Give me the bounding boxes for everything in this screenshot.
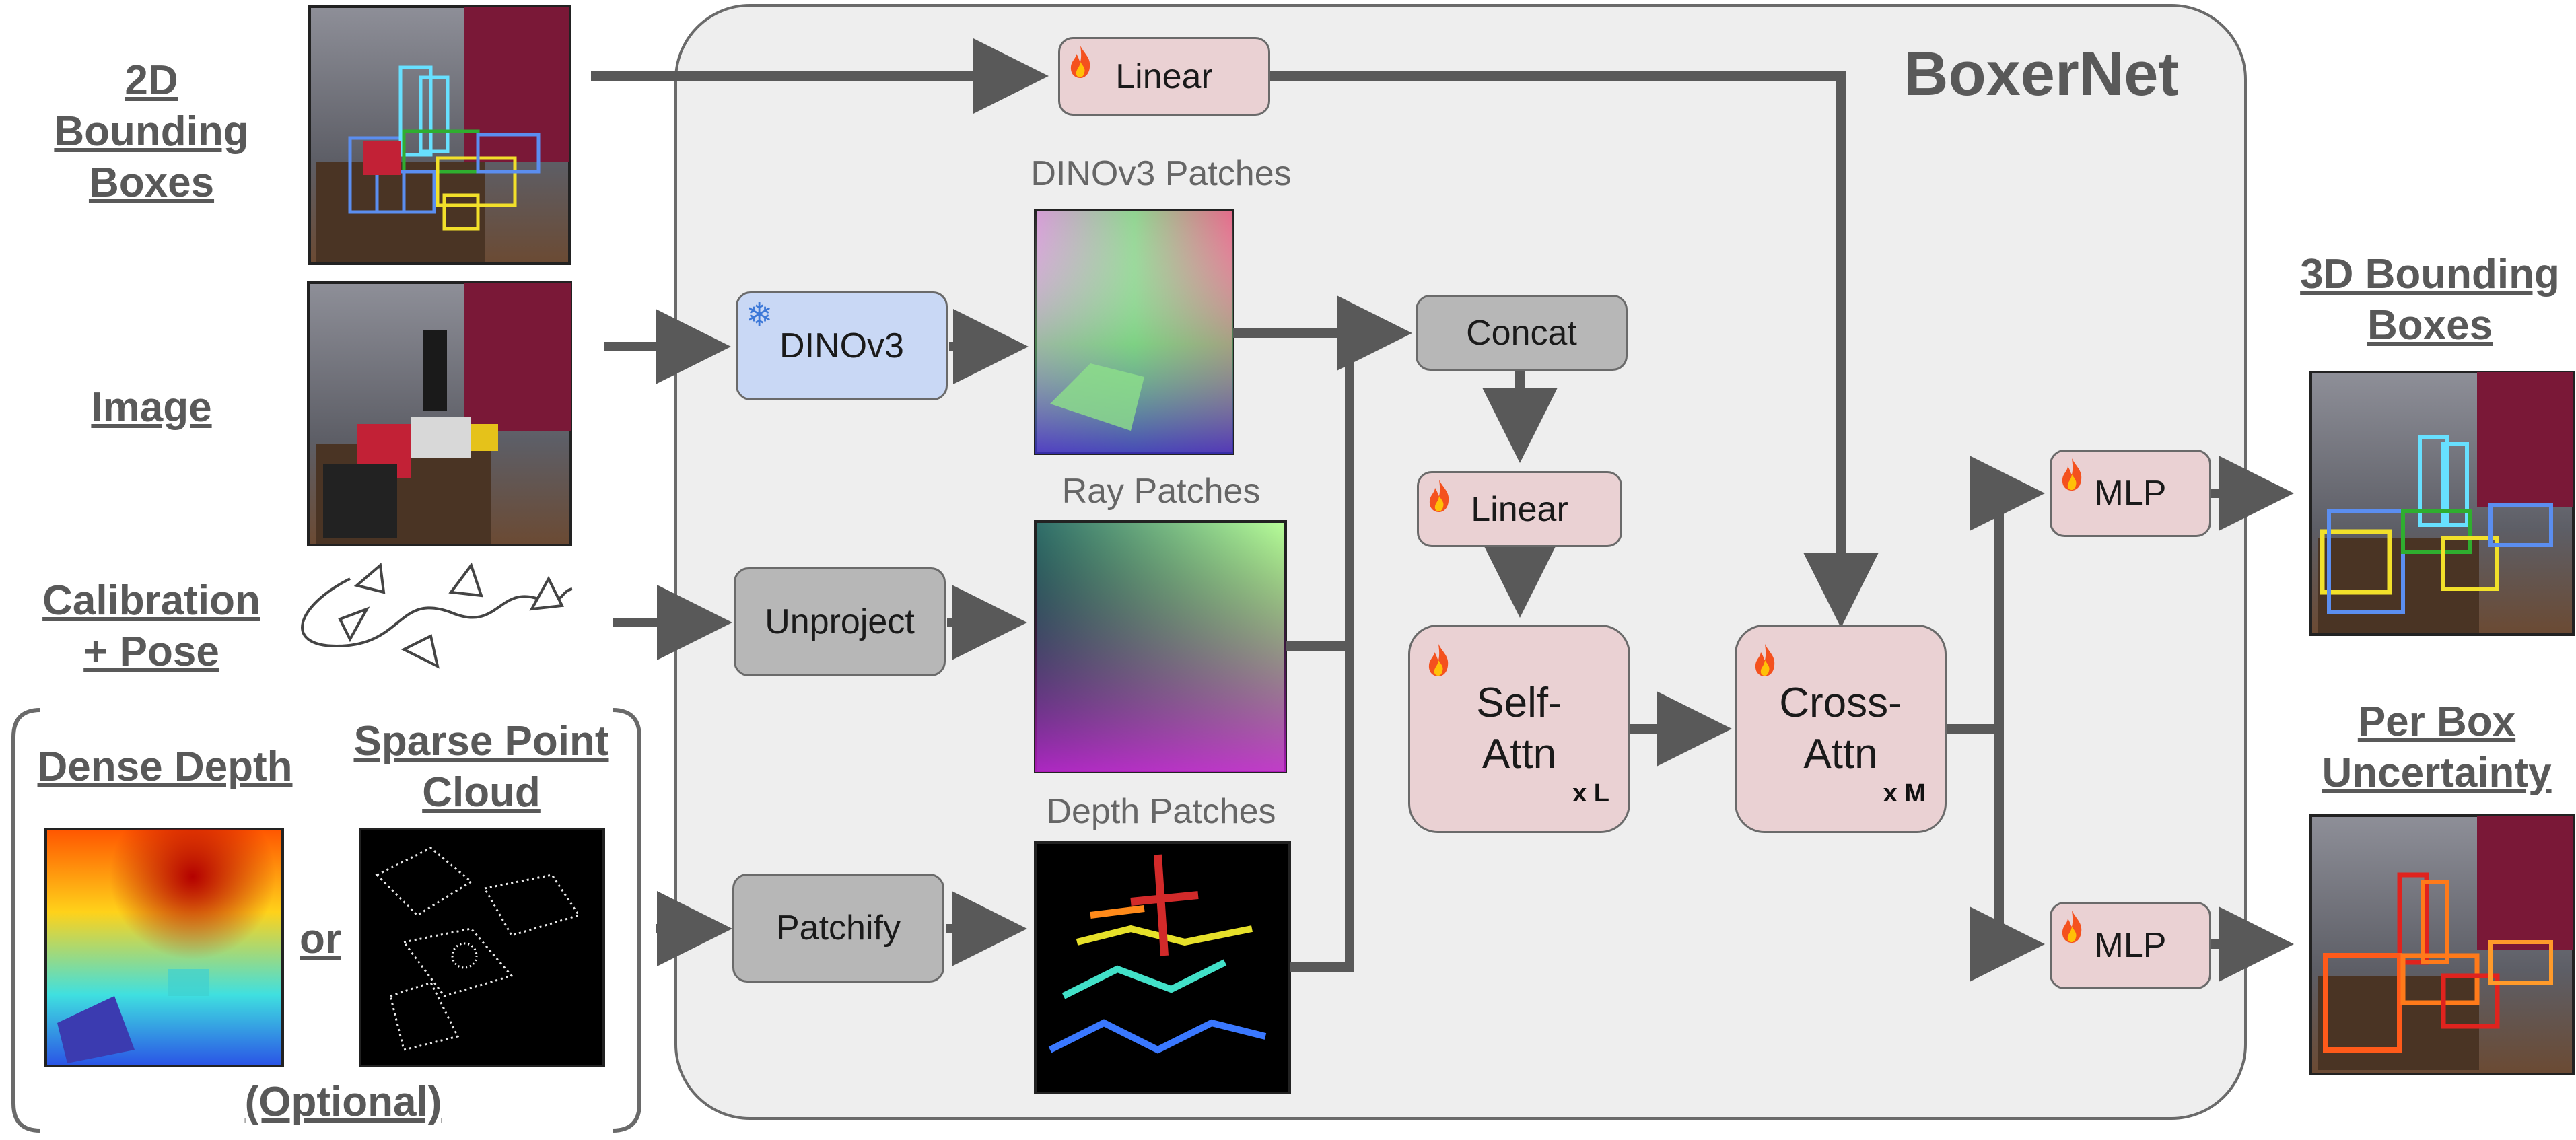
- label-or: or: [300, 916, 341, 962]
- unproject-label: Unproject: [765, 602, 915, 641]
- label-per-box-uncertainty: Per Box Uncertainty: [2322, 699, 2552, 796]
- patchify-label: Patchify: [776, 909, 901, 948]
- patchify-node: Patchify: [732, 874, 944, 983]
- concat-node: Concat: [1416, 295, 1628, 371]
- ray-patches-image: [1034, 520, 1287, 773]
- label-2d-bounding-boxes: 2D Bounding Boxes: [54, 57, 249, 206]
- mlp-top-node: MLP: [2050, 450, 2211, 537]
- mlp-bottom-label: MLP: [2094, 926, 2167, 965]
- dino-patches-image: [1034, 209, 1234, 455]
- linear-top-node: Linear: [1058, 37, 1270, 116]
- label-sparse-point-cloud: Sparse Point Cloud: [353, 718, 609, 816]
- flame-icon: [1429, 480, 1449, 512]
- label-image: Image: [91, 384, 212, 431]
- output-uncertainty-image: [2309, 814, 2575, 1075]
- dinov3-label: DINOv3: [779, 326, 904, 365]
- title-ray-patches: Ray Patches: [1061, 472, 1261, 511]
- input-image: [307, 281, 572, 546]
- self-attn-label-line2: Attn: [1482, 731, 1557, 777]
- flame-icon: [1755, 644, 1775, 676]
- flame-icon: [1070, 46, 1090, 78]
- cross-attn-label-line1: Cross-: [1779, 680, 1902, 726]
- dinov3-node: ❄ DINOv3: [736, 291, 948, 400]
- linear-mid-label: Linear: [1471, 489, 1568, 529]
- output-3d-boxes-image: [2309, 371, 2575, 636]
- self-attn-multiplier: x L: [1572, 779, 1609, 808]
- flame-icon: [2062, 458, 2082, 491]
- mlp-top-label: MLP: [2094, 474, 2167, 513]
- label-calibration-pose: Calibration + Pose: [42, 577, 260, 675]
- dense-depth-image: [44, 828, 284, 1067]
- cross-attn-label-line2: Attn: [1803, 731, 1878, 777]
- label-dense-depth: Dense Depth: [37, 744, 293, 790]
- flame-icon: [1428, 644, 1449, 676]
- flame-icon: [2062, 911, 2082, 943]
- cross-attn-multiplier: x M: [1883, 779, 1926, 808]
- title-depth-patches: Depth Patches: [1046, 792, 1276, 831]
- boxernet-title: BoxerNet: [1904, 40, 2180, 108]
- unproject-node: Unproject: [734, 567, 946, 676]
- linear-mid-node: Linear: [1417, 471, 1622, 547]
- self-attn-label-line1: Self-: [1476, 680, 1562, 726]
- arrow-to-mlp-bottom: [1970, 729, 2045, 982]
- bbox2d-image: [308, 5, 571, 265]
- cross-attn-node: Cross- Attn x M: [1735, 625, 1947, 833]
- self-attn-node: Self- Attn x L: [1408, 625, 1630, 833]
- snowflake-icon: ❄: [746, 297, 773, 333]
- calibration-trajectory: [301, 562, 573, 669]
- linear-top-label: Linear: [1115, 57, 1213, 96]
- depth-patches-image: [1034, 841, 1291, 1094]
- label-3d-bounding-boxes: 3D Bounding Boxes: [2300, 251, 2560, 349]
- concat-label: Concat: [1466, 313, 1577, 353]
- sparse-point-cloud-image: [359, 828, 605, 1067]
- title-dino-patches: DINOv3 Patches: [1031, 154, 1292, 193]
- label-optional: (Optional): [244, 1079, 442, 1125]
- arrow-linear-to-crossattn: [1270, 71, 1879, 628]
- mlp-bottom-node: MLP: [2050, 902, 2211, 989]
- optional-bracket: [11, 708, 641, 1133]
